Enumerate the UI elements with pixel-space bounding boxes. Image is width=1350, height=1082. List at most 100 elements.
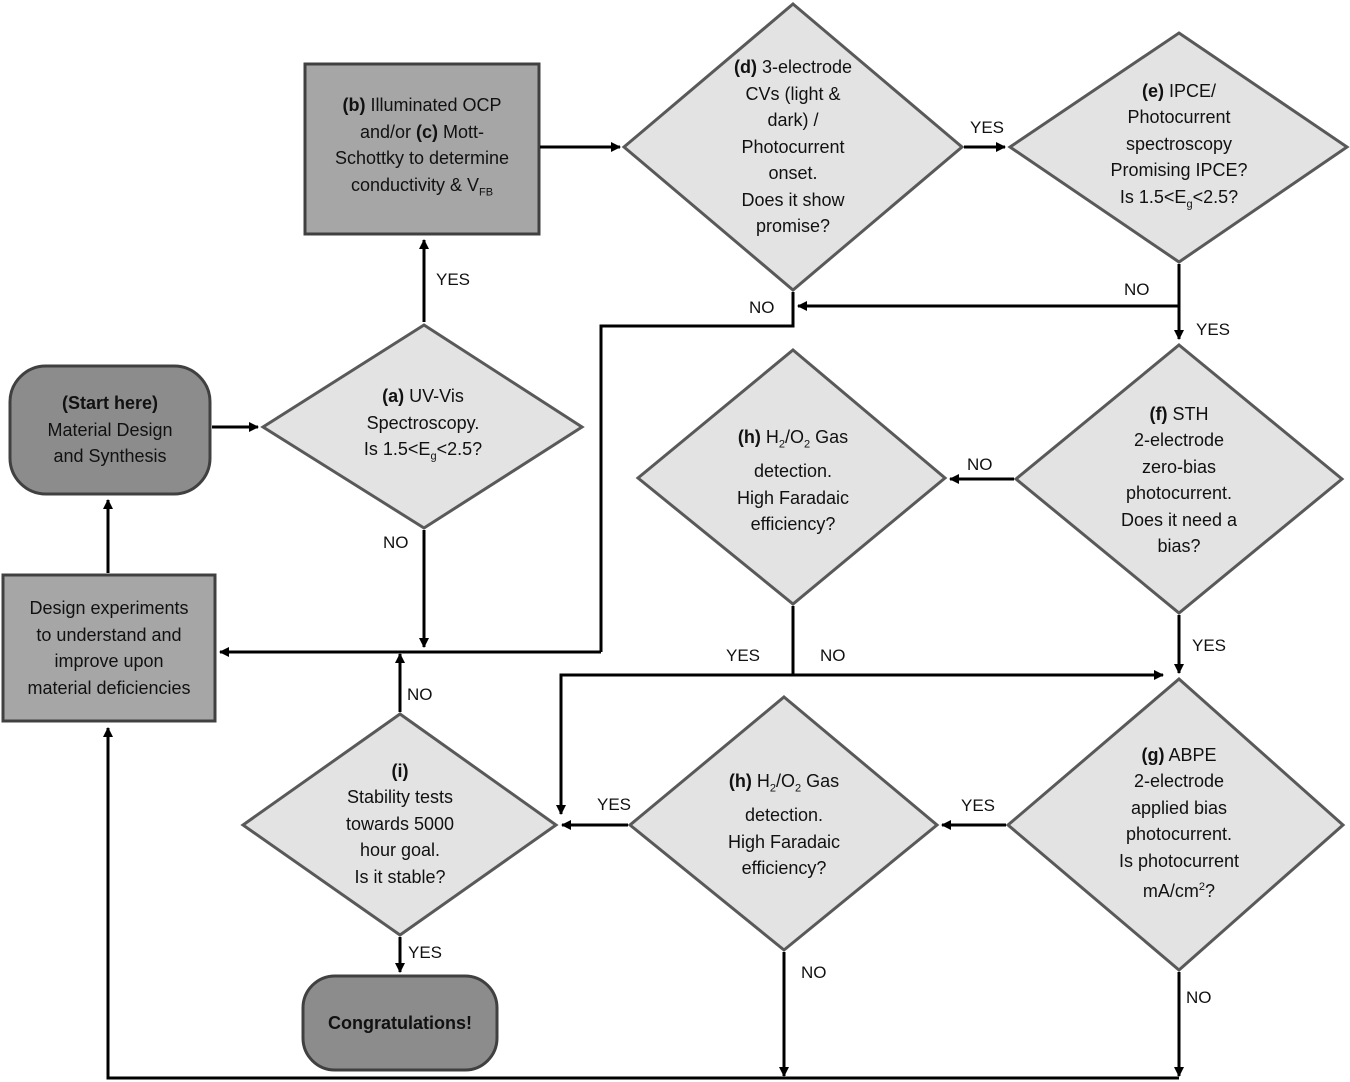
start-line: and Synthesis [53, 446, 167, 467]
a-line: Is 1.5<E [363, 439, 431, 460]
design-line: Design experiments [29, 598, 189, 618]
diamond-g-node: (g) ABPE 2-electrode applied bias photoc… [1069, 738, 1289, 908]
diamond-d-shape [621, 2, 965, 292]
diamond-e-shape [1007, 31, 1350, 264]
f-line: STH [1172, 403, 1209, 424]
d-line: 3-electrode [761, 57, 853, 78]
h1-tag: (h) [737, 427, 761, 448]
bc-line: Illuminated OCP [370, 95, 502, 116]
diamond-h1-node: (h) H2/O2 Gas detection. High Faradaic e… [688, 426, 898, 536]
congrats-node: Congratulations! [303, 976, 497, 1070]
f-tag: (f) [1149, 403, 1168, 424]
e-line: spectroscopy [1125, 133, 1233, 154]
i-line: hour goal. [359, 840, 441, 861]
diamond-h2-shape [627, 695, 940, 952]
h2-line: High Faradaic [727, 831, 841, 852]
i-no-label: NO [407, 685, 433, 704]
g-sup: 2 [1198, 881, 1206, 893]
i-line: towards 5000 [345, 813, 455, 834]
f-line: photocurrent. [1125, 483, 1233, 503]
bottom-return-connector [103, 727, 1179, 1080]
design-box-shape [1, 573, 217, 723]
e-yes-label: YES [1196, 320, 1231, 339]
h1-line: High Faradaic [736, 487, 850, 508]
bc-line: conductivity & V [350, 174, 479, 195]
diamond-h1-shape [635, 348, 948, 606]
a-no-label: NO [383, 533, 409, 552]
a-line: <2.5? [436, 439, 483, 460]
h2-line: detection. [744, 805, 824, 826]
g-line: mA/cm [1142, 881, 1199, 901]
a-tag: (a) [382, 386, 405, 407]
h1-line: efficiency? [750, 514, 836, 535]
h2-yes-label: YES [597, 795, 632, 814]
h1-line: /O [784, 427, 804, 448]
bc-node: (b) Illuminated OCP and/or (c) Mott- Sch… [305, 64, 539, 234]
diamond-e-node: (e) IPCE/ Photocurrent spectroscopy Prom… [1069, 80, 1289, 216]
g-line: ABPE [1168, 744, 1217, 765]
g-line: 2-electrode [1133, 771, 1225, 791]
d-line: onset. [768, 163, 818, 184]
a-line: Spectroscopy. [366, 412, 480, 433]
congrats-terminal-shape [301, 974, 499, 1072]
bc-line: Schottky to determine [334, 148, 510, 169]
diamond-i-node: (i) Stability tests towards 5000 hour go… [300, 756, 500, 892]
d-line: dark) / [767, 110, 819, 131]
diamond-g-shape [1005, 677, 1346, 972]
f-line: 2-electrode [1133, 430, 1225, 450]
bc-sub: FB [479, 186, 494, 199]
design-line: material deficiencies [27, 677, 191, 698]
a-sub: g [430, 451, 437, 464]
h1-yes-label: YES [726, 646, 761, 665]
d-no-connector [599, 292, 795, 652]
a-line: UV-Vis [409, 386, 464, 407]
diamond-i-shape [240, 712, 559, 937]
a-yes-label: YES [436, 270, 471, 289]
d-line: Photocurrent [741, 136, 845, 157]
bc-tag-c: (c) [416, 121, 439, 142]
d-no-label: NO [749, 298, 775, 317]
d-yes-label: YES [970, 118, 1005, 137]
e-tag: (e) [1141, 80, 1164, 101]
g-yes-label: YES [961, 796, 996, 815]
f-line: Does it need a [1120, 509, 1238, 530]
bc-box-shape [303, 62, 541, 236]
diamond-d-node: (d) 3-electrode CVs (light & dark) / Pho… [683, 42, 903, 252]
diamond-a-shape [260, 323, 585, 530]
g-line: ? [1205, 881, 1216, 901]
g-line: photocurrent. [1125, 824, 1233, 844]
h1-sub: 2 [803, 438, 811, 451]
d-line: Does it show [741, 189, 845, 210]
e-no-label: NO [1124, 280, 1150, 299]
e-line: Is 1.5<E [1119, 186, 1187, 207]
e-line: Photocurrent [1127, 107, 1231, 128]
i-line: Stability tests [346, 787, 454, 808]
i-yes-label: YES [408, 943, 443, 962]
design-line: to understand and [36, 624, 182, 645]
congrats-label: Congratulations! [328, 1012, 472, 1033]
h2-line: H [756, 771, 770, 792]
bc-line: Mott- [443, 121, 485, 142]
f-line: bias? [1157, 536, 1201, 556]
h1-line: H [765, 427, 779, 448]
h2-no-label: NO [801, 963, 827, 982]
diamond-f-shape [1013, 343, 1345, 615]
design-node: Design experiments to understand and imp… [3, 575, 215, 721]
d-line: promise? [755, 216, 831, 237]
start-title: (Start here) [61, 393, 159, 414]
i-line: Is it stable? [354, 866, 446, 887]
g-line: Is photocurrent [1118, 850, 1240, 871]
h1-line: detection. [753, 461, 833, 482]
start-node: (Start here) Material Design and Synthes… [10, 366, 210, 494]
h2-line: /O [775, 771, 795, 792]
g-no-label: NO [1186, 988, 1212, 1007]
i-tag: (i) [391, 760, 409, 781]
d-tag: (d) [733, 57, 757, 78]
start-line: Material Design [47, 419, 173, 440]
h2-sub: 2 [769, 782, 776, 795]
bc-line: and/or [359, 121, 411, 142]
diamond-a-node: (a) UV-Vis Spectroscopy. Is 1.5<Eg<2.5? [300, 360, 546, 494]
bc-tag-b: (b) [342, 95, 366, 116]
h1-line: Gas [815, 427, 849, 448]
